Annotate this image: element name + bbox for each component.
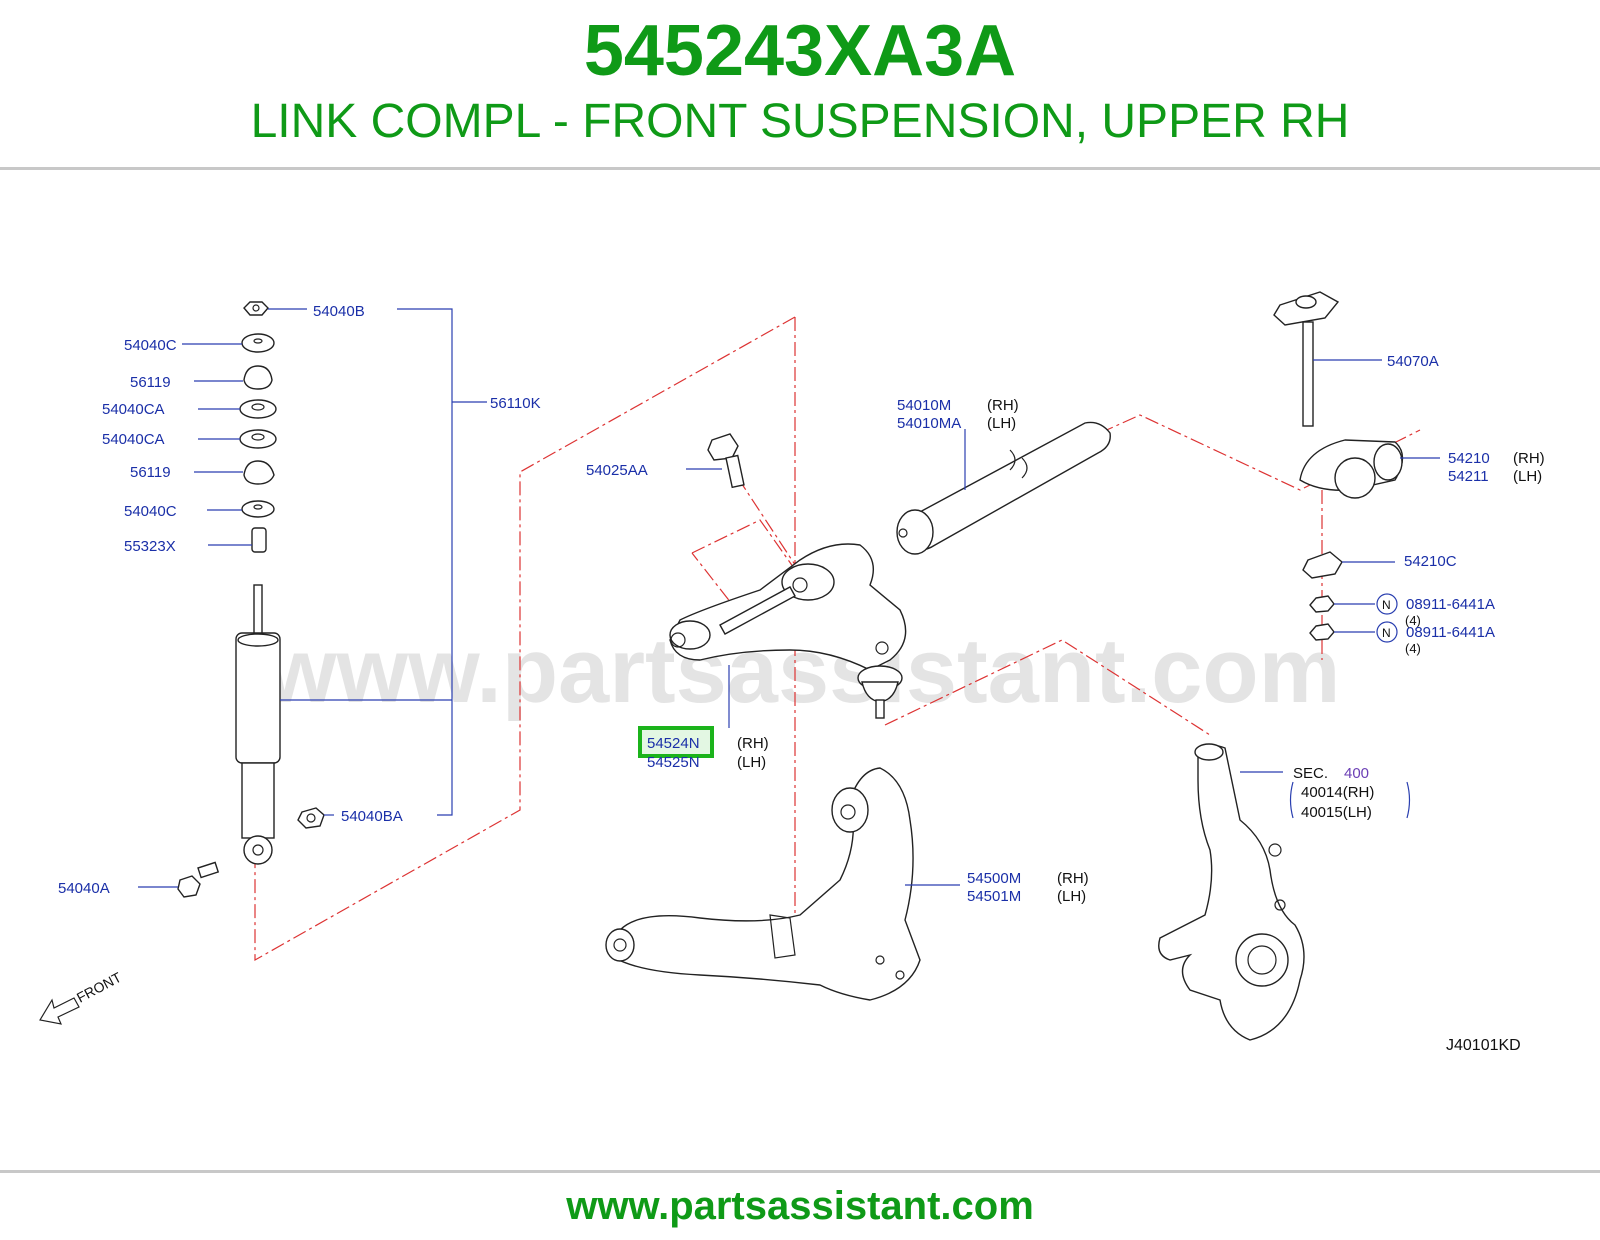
label-54040C-2[interactable]: 54040C bbox=[124, 503, 177, 520]
label-54040CA-2[interactable]: 54040CA bbox=[102, 431, 165, 448]
label-qty-1: (4) bbox=[1405, 613, 1421, 628]
label-08911-6441A[interactable]: 08911-6441A bbox=[1406, 596, 1495, 613]
label-54210C[interactable]: 54210C bbox=[1404, 553, 1457, 570]
shock-absorber-assembly bbox=[177, 301, 325, 898]
label-54070A[interactable]: 54070A bbox=[1387, 353, 1439, 370]
lower-arm-assembly bbox=[605, 767, 921, 1001]
label-54040BA[interactable]: 54040BA bbox=[341, 808, 403, 825]
label-sec-number[interactable]: 400 bbox=[1344, 765, 1369, 782]
label-54210-side: (RH) bbox=[1513, 450, 1545, 467]
label-sec: SEC. bbox=[1293, 765, 1328, 782]
stabilizer-bushing-clamp bbox=[1299, 439, 1404, 499]
label-54040B[interactable]: 54040B bbox=[313, 303, 365, 320]
label-qty-2: (4) bbox=[1405, 641, 1421, 656]
highlight-box bbox=[638, 726, 714, 758]
label-54501M[interactable]: 54501M bbox=[967, 888, 1021, 905]
part-number-title: 545243XA3A bbox=[583, 11, 1017, 91]
exploded-parts-diagram: www.partsassistant.com bbox=[39, 291, 1545, 1054]
label-54525N-side: (LH) bbox=[737, 754, 766, 771]
label-54010M-side: (RH) bbox=[987, 397, 1019, 414]
label-55323X[interactable]: 55323X bbox=[124, 538, 176, 555]
label-front: FRONT bbox=[74, 969, 124, 1006]
front-direction-arrow bbox=[39, 997, 80, 1025]
label-54040CA[interactable]: 54040CA bbox=[102, 401, 165, 418]
footer-website-link[interactable]: www.partsassistant.com bbox=[566, 1184, 1034, 1228]
header-divider bbox=[0, 167, 1600, 170]
label-n-symbol-2: N bbox=[1382, 626, 1391, 640]
stabilizer-bar bbox=[896, 421, 1111, 555]
part-description-title: LINK COMPL - FRONT SUSPENSION, UPPER RH bbox=[250, 95, 1350, 148]
label-54010MA-side: (LH) bbox=[987, 415, 1016, 432]
label-08911-6441A-2[interactable]: 08911-6441A bbox=[1406, 624, 1495, 641]
label-54211-side: (LH) bbox=[1513, 468, 1542, 485]
label-56119-2[interactable]: 56119 bbox=[130, 464, 171, 481]
steering-knuckle bbox=[1158, 743, 1305, 1041]
nut-08911-b bbox=[1309, 623, 1335, 641]
bracket-54210C bbox=[1302, 551, 1343, 579]
stabilizer-link bbox=[1273, 291, 1340, 427]
label-56119[interactable]: 56119 bbox=[130, 374, 171, 391]
upper-link-assembly bbox=[669, 433, 907, 719]
label-54524N-side: (RH) bbox=[737, 735, 769, 752]
diagram-reference-code: J40101KD bbox=[1446, 1037, 1521, 1054]
label-54040A[interactable]: 54040A bbox=[58, 880, 110, 897]
label-54524N[interactable]: 54524N bbox=[647, 735, 700, 752]
label-54500M-side: (RH) bbox=[1057, 870, 1089, 887]
label-54010MA[interactable]: 54010MA bbox=[897, 415, 961, 432]
label-54501M-side: (LH) bbox=[1057, 888, 1086, 905]
label-54525N[interactable]: 54525N bbox=[647, 754, 700, 771]
label-54500M[interactable]: 54500M bbox=[967, 870, 1021, 887]
footer-divider bbox=[0, 1170, 1600, 1173]
label-54025AA[interactable]: 54025AA bbox=[586, 462, 648, 479]
label-n-symbol-1: N bbox=[1382, 598, 1391, 612]
label-54211[interactable]: 54211 bbox=[1448, 468, 1489, 485]
label-54210[interactable]: 54210 bbox=[1448, 450, 1490, 467]
label-40015[interactable]: 40015(LH) bbox=[1301, 804, 1372, 821]
label-54040C[interactable]: 54040C bbox=[124, 337, 177, 354]
label-56110K[interactable]: 56110K bbox=[490, 395, 541, 412]
nut-08911-a bbox=[1309, 595, 1335, 613]
label-54010M[interactable]: 54010M bbox=[897, 397, 951, 414]
label-40014[interactable]: 40014(RH) bbox=[1301, 784, 1374, 801]
